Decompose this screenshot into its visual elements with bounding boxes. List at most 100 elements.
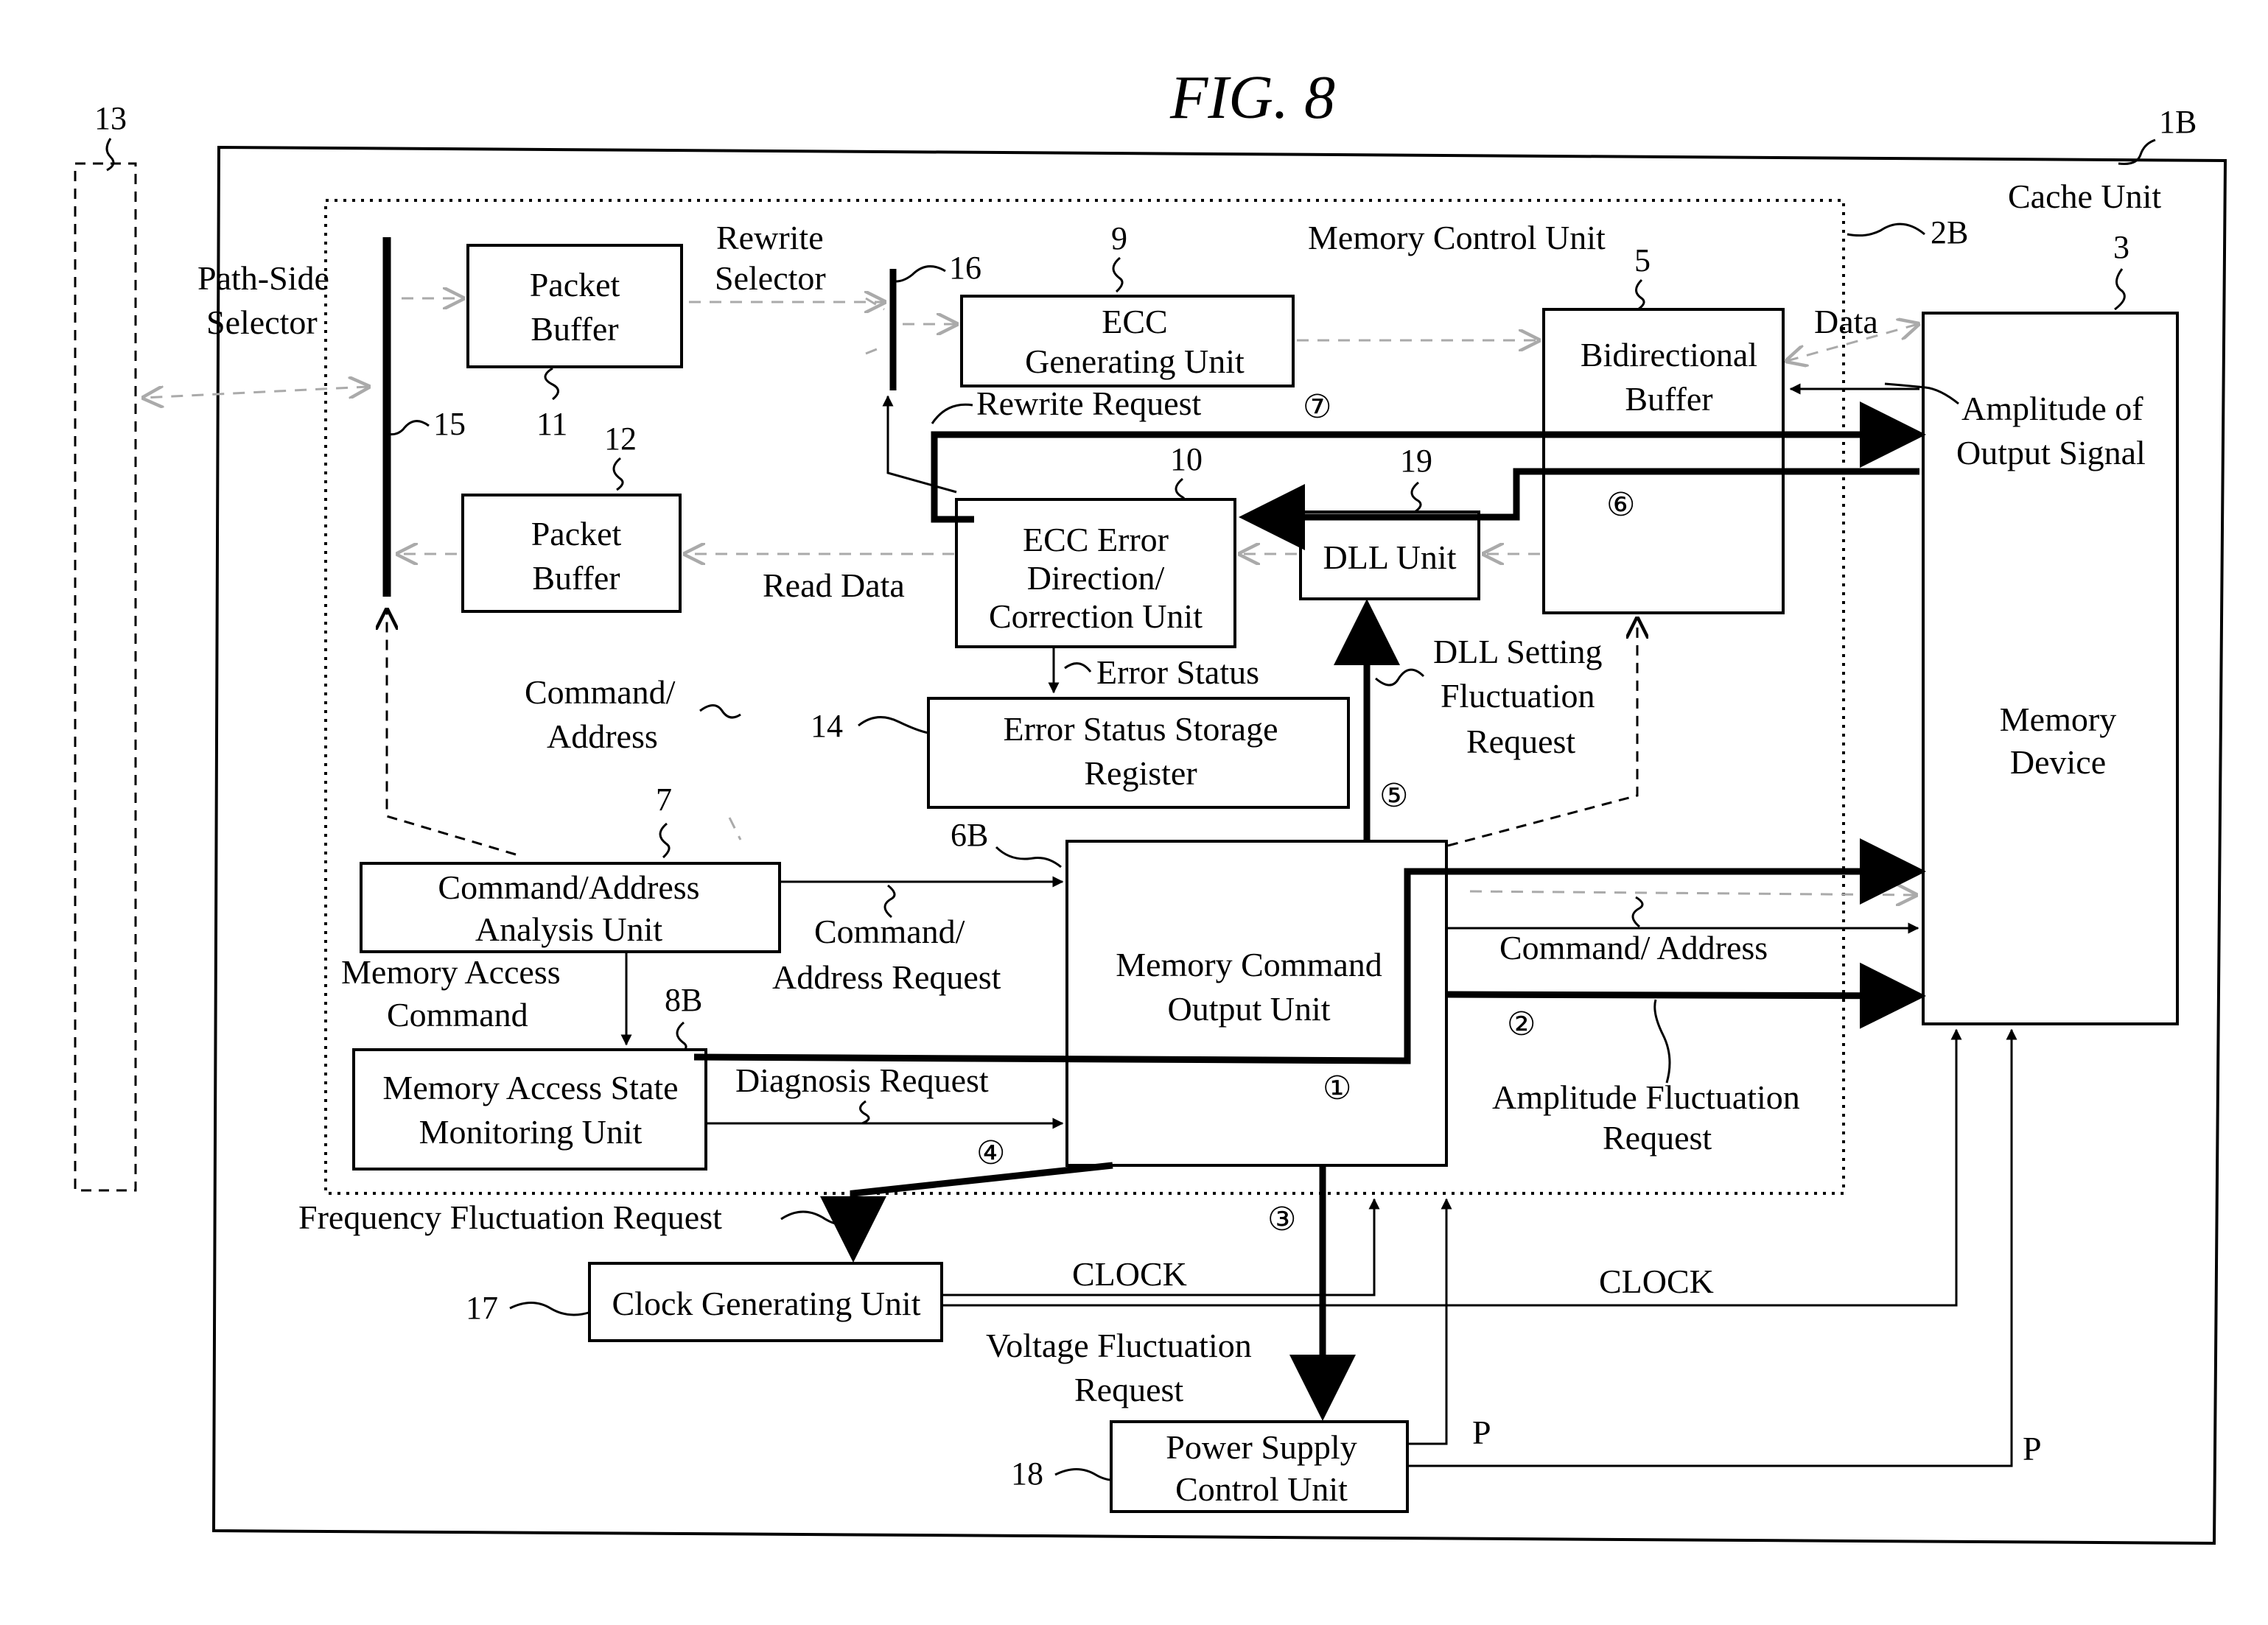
ref-17: 17 [466,1290,498,1326]
ref-19: 19 [1400,443,1432,479]
clock-generating-unit-label: Clock Generating Unit [612,1285,920,1322]
packet-buffer-top-line2: Buffer [531,310,618,348]
ref-16: 16 [949,250,981,286]
packet-buffer-bottom-line1: Packet [531,515,622,552]
clock-left-label: CLOCK [1072,1255,1187,1293]
leader-12 [614,458,623,490]
clock-right-label: CLOCK [1599,1263,1714,1300]
ref-9: 9 [1111,220,1127,256]
voltage-fluctuation-label-1: Voltage Fluctuation [986,1327,1252,1364]
figure-title: FIG. 8 [1169,63,1335,132]
ref-3: 3 [2113,229,2129,265]
path-cmd-addr-to-memory [1470,891,1916,895]
circled-number-4: ④ [976,1135,1005,1171]
rewrite-request-label: Rewrite Request [976,385,1202,422]
voltage-fluctuation-label-2: Request [1074,1371,1183,1408]
ecc-generating-unit-line2: Generating Unit [1025,343,1245,380]
ref-6B: 6B [951,817,988,853]
ecc-generating-unit-line1: ECC [1102,303,1167,340]
thick-path-2-cmd [1448,994,1919,996]
leader-19 [1412,482,1421,512]
read-data-label: Read Data [763,566,905,604]
path-cmd-addr-analysis-hint [729,818,741,840]
leader-2B [1847,224,1925,236]
memory-device-line2: Device [2010,743,2106,781]
leader-command-address-right [1633,897,1642,927]
memory-access-state-monitoring-unit-box [354,1050,706,1169]
dll-setting-label-3: Request [1466,723,1575,760]
leader-15 [385,421,429,435]
circled-number-1: ① [1323,1070,1351,1106]
leader-command-address [700,706,741,718]
leader-dll-setting [1376,670,1424,685]
circled-number-3: ③ [1267,1201,1296,1238]
leader-9 [1113,258,1122,292]
diagnosis-request-label: Diagnosis Request [735,1061,989,1099]
leader-7 [660,824,669,857]
thick-path-4-frequency [853,1165,1113,1256]
memory-access-state-line1: Memory Access State [382,1069,678,1106]
packet-buffer-top-line1: Packet [530,266,620,303]
command-address-label-2: Address [547,717,658,755]
cache-unit-label: Cache Unit [2008,178,2161,215]
leader-error-status [1065,664,1091,672]
power-supply-line2: Control Unit [1175,1470,1348,1508]
rewrite-selector-label-1: Rewrite [716,219,824,256]
leader-3 [2115,269,2124,309]
leader-6B [996,847,1061,867]
leader-diagnosis-request [861,1101,869,1123]
circled-number-6: ⑥ [1606,487,1635,523]
ref-1B: 1B [2159,104,2197,140]
leader-14 [858,717,928,733]
leader-16 [890,267,945,281]
data-label: Data [1814,303,1878,340]
dll-unit-label: DLL Unit [1323,538,1457,576]
path-rewrite-bracket [866,298,884,354]
error-status-register-line1: Error Status Storage [1003,710,1278,748]
ref-13: 13 [94,100,127,136]
memory-device-line1: Memory [2000,701,2116,738]
leader-amplitude-fluctuation [1655,1000,1670,1083]
bidirectional-buffer-line1: Bidirectional [1581,336,1757,373]
line-power-to-mcu [1407,1199,1446,1444]
rewrite-selector-label-2: Selector [715,259,826,297]
ecc-error-line3: Correction Unit [989,597,1203,635]
error-status-register-line2: Register [1084,754,1197,792]
ref-11: 11 [536,406,567,442]
ecc-error-line1: ECC Error [1023,521,1169,558]
ref-7: 7 [656,782,672,818]
amplitude-output-label-1: Amplitude of [1961,390,2143,427]
packet-buffer-top-box [468,245,682,367]
memory-command-output-line1: Memory Command [1116,946,1382,983]
memory-control-unit-label: Memory Control Unit [1308,219,1606,256]
cmd-addr-request-label-2: Address Request [772,958,1001,996]
circled-number-2: ② [1507,1006,1536,1042]
packet-buffer-bottom-line2: Buffer [532,559,620,597]
bidirectional-buffer-line2: Buffer [1625,380,1712,418]
leader-5 [1637,280,1645,309]
path-side-selector-label-1: Path-Side [197,259,329,297]
path-selector-to-external [144,387,368,398]
p-right-label: P [2023,1430,2042,1467]
error-status-label: Error Status [1096,653,1259,691]
memory-access-command-label-1: Memory Access [341,953,561,991]
ref-2B: 2B [1931,214,1968,250]
command-address-right-label: Command/ Address [1499,929,1768,966]
dll-setting-label-1: DLL Setting [1433,633,1603,670]
memory-command-output-line2: Output Unit [1167,990,1330,1028]
leader-rewrite-request [932,404,973,424]
ref-18: 18 [1011,1456,1043,1492]
p-left-label: P [1472,1414,1491,1451]
power-supply-line1: Power Supply [1166,1428,1357,1466]
ref-15: 15 [433,406,466,442]
circled-number-7: ⑦ [1303,389,1331,425]
ref-5: 5 [1634,242,1651,278]
leader-frequency-fluctuation [781,1212,853,1225]
ecc-error-line2: Direction/ [1027,559,1165,597]
cmd-addr-analysis-line1: Command/Address [438,868,699,906]
external-unit-13-frame [75,164,136,1190]
cmd-addr-request-label-1: Command/ [814,913,965,950]
amplitude-output-label-2: Output Signal [1956,434,2146,471]
leader-13 [107,138,113,170]
